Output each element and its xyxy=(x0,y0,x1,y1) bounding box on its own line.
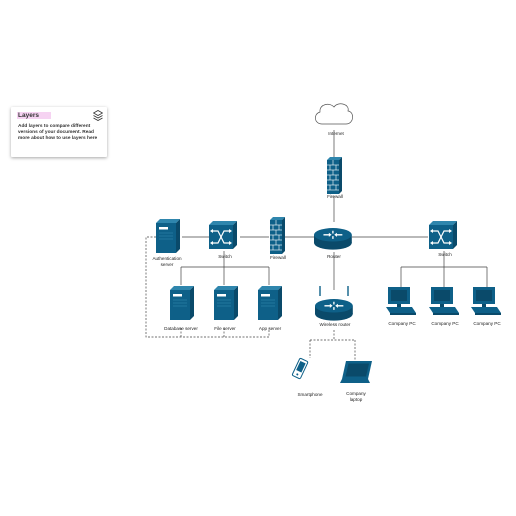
company-pc-1[interactable] xyxy=(386,287,416,315)
laptop-label-1: Company xyxy=(346,391,366,396)
layers-description: Add layers to compare different versions… xyxy=(18,124,98,141)
internet-label: Internet xyxy=(328,131,344,136)
link-auth-servers-dashed xyxy=(145,236,270,338)
link-wireless-devices-dashed xyxy=(309,330,356,360)
database-server-label: Database server xyxy=(164,326,198,331)
company-laptop[interactable] xyxy=(340,361,372,383)
layers-panel[interactable]: Layers Add layers to compare different v… xyxy=(11,107,107,157)
layers-title: Layers xyxy=(17,112,51,119)
authentication-server[interactable] xyxy=(155,218,181,254)
pc1-label: Company PC xyxy=(388,321,416,326)
smartphone-label: Smartphone xyxy=(297,392,322,397)
smartphone[interactable] xyxy=(291,357,309,380)
laptop-label-2: laptop xyxy=(350,397,363,402)
pc3-label: Company PC xyxy=(473,321,501,326)
database-server[interactable] xyxy=(169,285,195,321)
app-server[interactable] xyxy=(257,285,283,321)
layers-icon[interactable] xyxy=(93,110,103,121)
company-pc-2[interactable] xyxy=(429,287,459,315)
pc2-label: Company PC xyxy=(431,321,459,326)
app-server-label: App server xyxy=(259,326,282,331)
switch-left[interactable] xyxy=(208,220,238,250)
firewall-top-label: Firewall xyxy=(327,194,343,199)
switch-right[interactable] xyxy=(428,220,458,250)
file-server[interactable] xyxy=(213,285,239,321)
company-pc-3[interactable] xyxy=(471,287,501,315)
switch-left-label: Switch xyxy=(218,254,232,259)
internet-cloud[interactable]: Internet xyxy=(315,103,353,136)
firewall-left[interactable] xyxy=(269,216,286,255)
auth-server-label-1: Authentication xyxy=(152,256,182,261)
firewall-left-label: Firewall xyxy=(270,255,286,260)
wireless-router-label: Wireless router xyxy=(320,322,351,327)
link-switch-servers xyxy=(180,251,270,285)
router-label: Router xyxy=(327,254,341,259)
dashed-connections xyxy=(145,236,356,360)
auth-server-label-2: server xyxy=(161,262,174,267)
link-switch-pcs xyxy=(400,251,488,287)
wireless-router[interactable] xyxy=(314,286,354,322)
router[interactable] xyxy=(313,227,353,251)
firewall-top[interactable] xyxy=(326,156,343,195)
file-server-label: File server xyxy=(214,326,236,331)
connections xyxy=(180,130,488,290)
switch-right-label: Switch xyxy=(438,252,452,257)
